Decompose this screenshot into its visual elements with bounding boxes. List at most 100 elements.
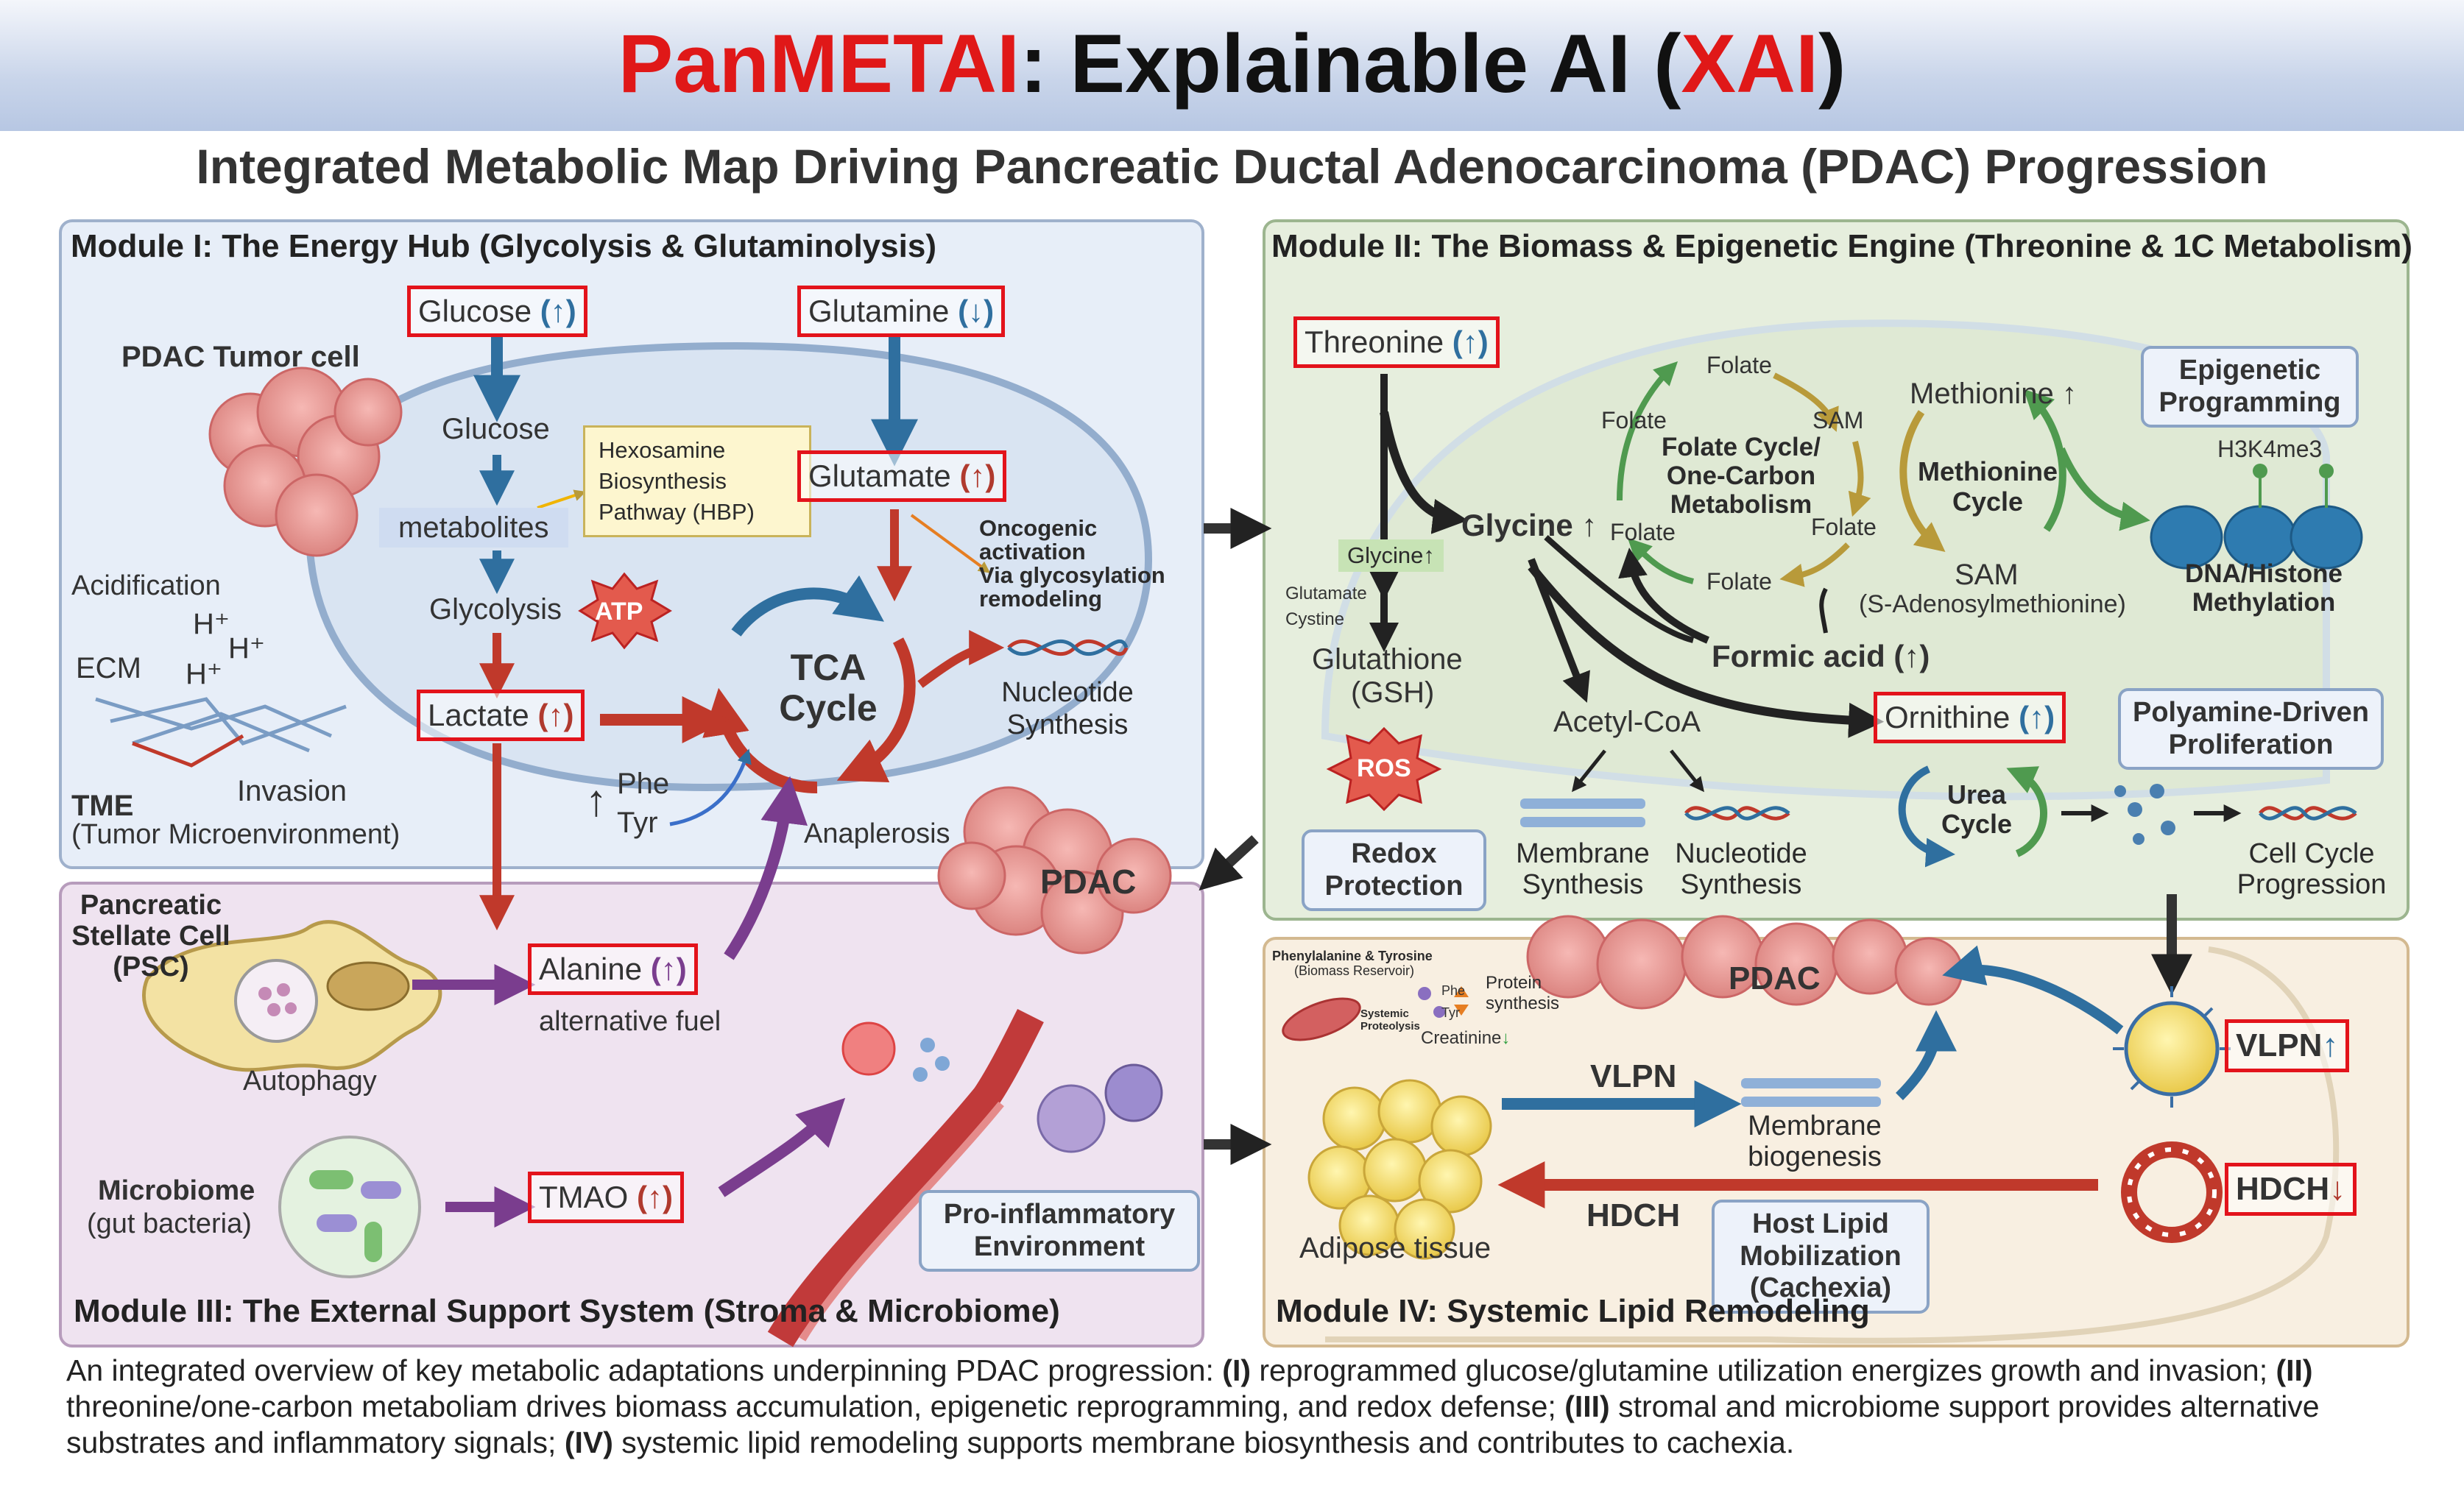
methionine-up-arrow: ↑	[2061, 378, 2077, 410]
folate-left: Folate	[1601, 407, 1667, 433]
dna-line2: Methylation	[2192, 588, 2336, 617]
glucose-box: Glucose (↑)	[407, 286, 587, 337]
host-line3: (Cachexia)	[1749, 1272, 1892, 1304]
ornithine-box-label: Ornithine	[1885, 700, 2011, 734]
tyr-label: Tyr	[617, 807, 658, 839]
caption-part-4: systemic lipid remodeling supports membr…	[613, 1426, 1795, 1460]
stellate-cell	[142, 920, 442, 1072]
glucose-box-label: Glucose	[418, 294, 532, 328]
host-lipid-chip: Host Lipid Mobilization (Cachexia)	[1712, 1200, 1930, 1314]
folate-cycle-line3: Metabolism	[1670, 490, 1812, 520]
ecm-fibers	[95, 697, 347, 753]
glutamine-box-label: Glutamine	[808, 294, 950, 328]
module-3-title: Module III: The External Support System …	[74, 1293, 1060, 1329]
caption-i: (I)	[1222, 1353, 1251, 1387]
acidification-label: Acidification	[71, 570, 221, 601]
dna-methylation-label: DNA/Histone Methylation	[2157, 559, 2371, 617]
methionine-label: Methionine ↑	[1910, 377, 2077, 411]
glycine-label: Glycine ↑	[1461, 508, 1597, 543]
glycine-small-chip: Glycine↑	[1338, 539, 1444, 572]
invasion-label: Invasion	[237, 775, 347, 807]
acetyl-coa-label: Acetyl-CoA	[1553, 706, 1701, 738]
alanine-box-label: Alanine	[539, 952, 643, 986]
glucose-up-arrow: (↑)	[540, 294, 576, 328]
glutamate-up-arrow: (↑)	[959, 458, 996, 493]
tme-full-label: (Tumor Microenvironment)	[71, 819, 400, 850]
folate-cycle-line2: One-Carbon	[1666, 461, 1816, 491]
polyamine-line2: Proliferation	[2168, 729, 2334, 760]
proinflammatory-chip: Pro-inflammatory Environment	[919, 1190, 1200, 1272]
nucleotide-synthesis-label: Nucleotide Synthesis	[983, 677, 1152, 741]
formic-acid-label: Formic acid (↑)	[1712, 639, 1930, 674]
gut-bacteria-label: (gut bacteria)	[87, 1208, 252, 1239]
systemic-proteolysis-label: Systemic Proteolysis	[1360, 1008, 1420, 1033]
psc-label: Pancreatic Stellate Cell (PSC)	[63, 890, 239, 982]
phe-tyr-line2: (Biomass Reservoir)	[1294, 963, 1415, 978]
caption-part-2: threonine/one-carbon metaboliam drives b…	[66, 1389, 1565, 1424]
urea-line2: Cycle	[1941, 808, 2013, 839]
h3k4me3-label: H3K4me3	[2217, 436, 2323, 462]
alanine-up-arrow: (↑)	[650, 952, 687, 986]
phe-label: Phe	[617, 768, 670, 800]
h-plus-3: H⁺	[186, 658, 222, 690]
atp-burst	[578, 572, 672, 650]
nucleotide-line2: Synthesis	[1006, 709, 1129, 740]
membrane-biogenesis-line2: biogenesis	[1748, 1141, 1882, 1172]
module-2-title: Module II: The Biomass & Epigenetic Engi…	[1271, 228, 2412, 264]
methionine-cycle-line2: Cycle	[1952, 486, 2024, 517]
membrane-synthesis-label: Membrane Synthesis	[1502, 838, 1664, 901]
h-plus-2: H⁺	[228, 632, 265, 665]
redox-line2: Protection	[1324, 870, 1464, 902]
gsh-label: (GSH)	[1351, 676, 1435, 709]
hdch-particle-icon	[2121, 1141, 2223, 1243]
folate-bottom-left: Folate	[1610, 519, 1676, 545]
main-title: PanMETAI: Explainable AI (XAI)	[0, 16, 2464, 111]
formic-acid-up-arrow: (↑)	[1893, 639, 1930, 673]
title-xai: XAI	[1681, 18, 1819, 110]
immune-cell-2	[1037, 1084, 1106, 1153]
ornithine-box: Ornithine (↑)	[1874, 692, 2066, 743]
cystine-small-label: Cystine	[1285, 609, 1345, 629]
oncogenic-line3: Via glycosylation	[979, 562, 1165, 588]
figure-caption: An integrated overview of key metabolic …	[66, 1353, 2407, 1462]
subtitle: Integrated Metabolic Map Driving Pancrea…	[196, 139, 2268, 194]
vlpn-box-label: VLPN	[2236, 1027, 2323, 1063]
alternative-fuel-label: alternative fuel	[539, 1006, 721, 1037]
dna-helix-icon-3	[2259, 806, 2357, 821]
ornithine-up-arrow: (↑)	[2019, 700, 2055, 734]
folate-right: Folate	[1811, 514, 1877, 540]
vlpn-up-arrow: ↑	[2322, 1027, 2339, 1063]
tmao-up-arrow: (↑)	[637, 1180, 673, 1214]
cell-cycle-label: Cell Cycle Progression	[2223, 838, 2400, 901]
ecm-label: ECM	[76, 652, 141, 684]
immune-cell	[841, 1021, 896, 1076]
phe-small-label: Phe	[1441, 983, 1466, 998]
nucleotide-synthesis-label-2: Nucleotide Synthesis	[1664, 838, 1818, 901]
lactate-box: Lactate (↑)	[417, 690, 585, 741]
sam-top: SAM	[1812, 407, 1864, 433]
tyr-small-label: Tyr	[1441, 1005, 1460, 1020]
threonine-box-label: Threonine	[1305, 325, 1444, 359]
tme-label: TME	[71, 790, 134, 822]
sam-label: SAM	[1955, 559, 2019, 591]
lactate-box-label: Lactate	[428, 698, 529, 732]
tumor-cell-cluster	[208, 366, 403, 557]
dna-line1: DNA/Histone	[2185, 559, 2343, 588]
phe-tyr-line1: Phenylalanine & Tyrosine	[1272, 949, 1433, 963]
tca-line1: TCA	[790, 647, 866, 688]
caption-ii: (II)	[2276, 1353, 2313, 1387]
tmao-box-label: TMAO	[539, 1180, 629, 1214]
membrane-icon	[1520, 798, 1645, 827]
oncogenic-line1: Oncogenic	[979, 515, 1098, 541]
blood-vessel	[767, 1009, 1044, 1348]
tca-cycle-label: TCA Cycle	[758, 648, 898, 729]
vlpn-label: VLPN	[1590, 1058, 1677, 1094]
epigenetic-line1: Epigenetic	[2178, 355, 2321, 386]
pdac-tumor-icon	[937, 786, 1172, 955]
formic-acid-text: Formic acid	[1712, 639, 1885, 673]
hdch-box: HDCH↓	[2225, 1163, 2357, 1216]
hdch-box-label: HDCH	[2236, 1171, 2330, 1207]
protein-line1: Protein	[1486, 973, 1542, 993]
redox-line1: Redox	[1351, 838, 1437, 869]
